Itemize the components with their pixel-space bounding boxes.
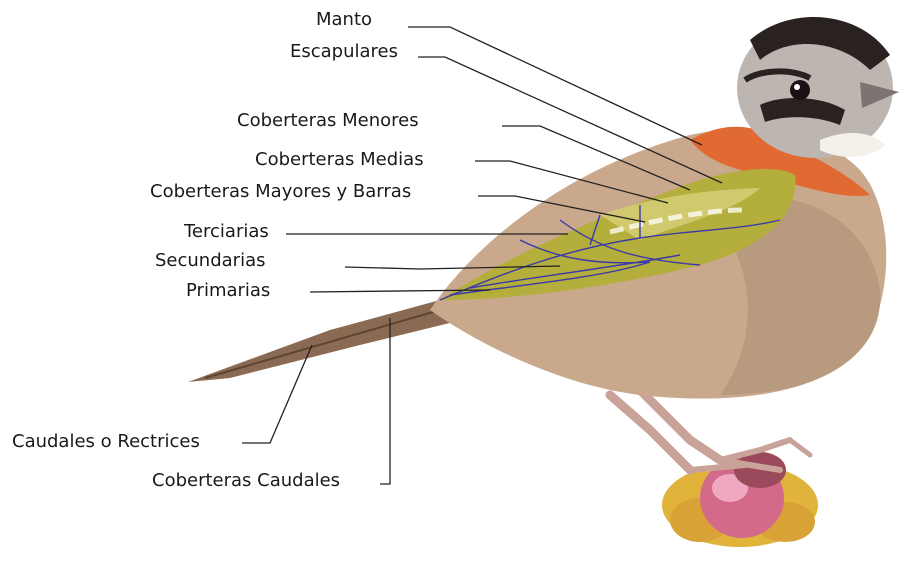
label-coberteras-mayores: Coberteras Mayores y Barras [150, 182, 411, 202]
label-coberteras-menores: Coberteras Menores [237, 111, 419, 131]
label-manto: Manto [316, 10, 372, 30]
label-secundarias: Secundarias [155, 251, 265, 271]
tail-shaft-line [205, 310, 440, 378]
label-terciarias: Terciarias [184, 222, 269, 242]
label-coberteras-caudales: Coberteras Caudales [152, 471, 340, 491]
label-primarias: Primarias [186, 281, 270, 301]
label-coberteras-medias: Coberteras Medias [255, 150, 424, 170]
legs [610, 390, 810, 470]
label-caudales: Caudales o Rectrices [12, 432, 200, 452]
head [737, 17, 899, 158]
leader-manto [408, 27, 702, 145]
leader-coberteras-caudales [380, 318, 390, 484]
label-escapulares: Escapulares [290, 42, 398, 62]
